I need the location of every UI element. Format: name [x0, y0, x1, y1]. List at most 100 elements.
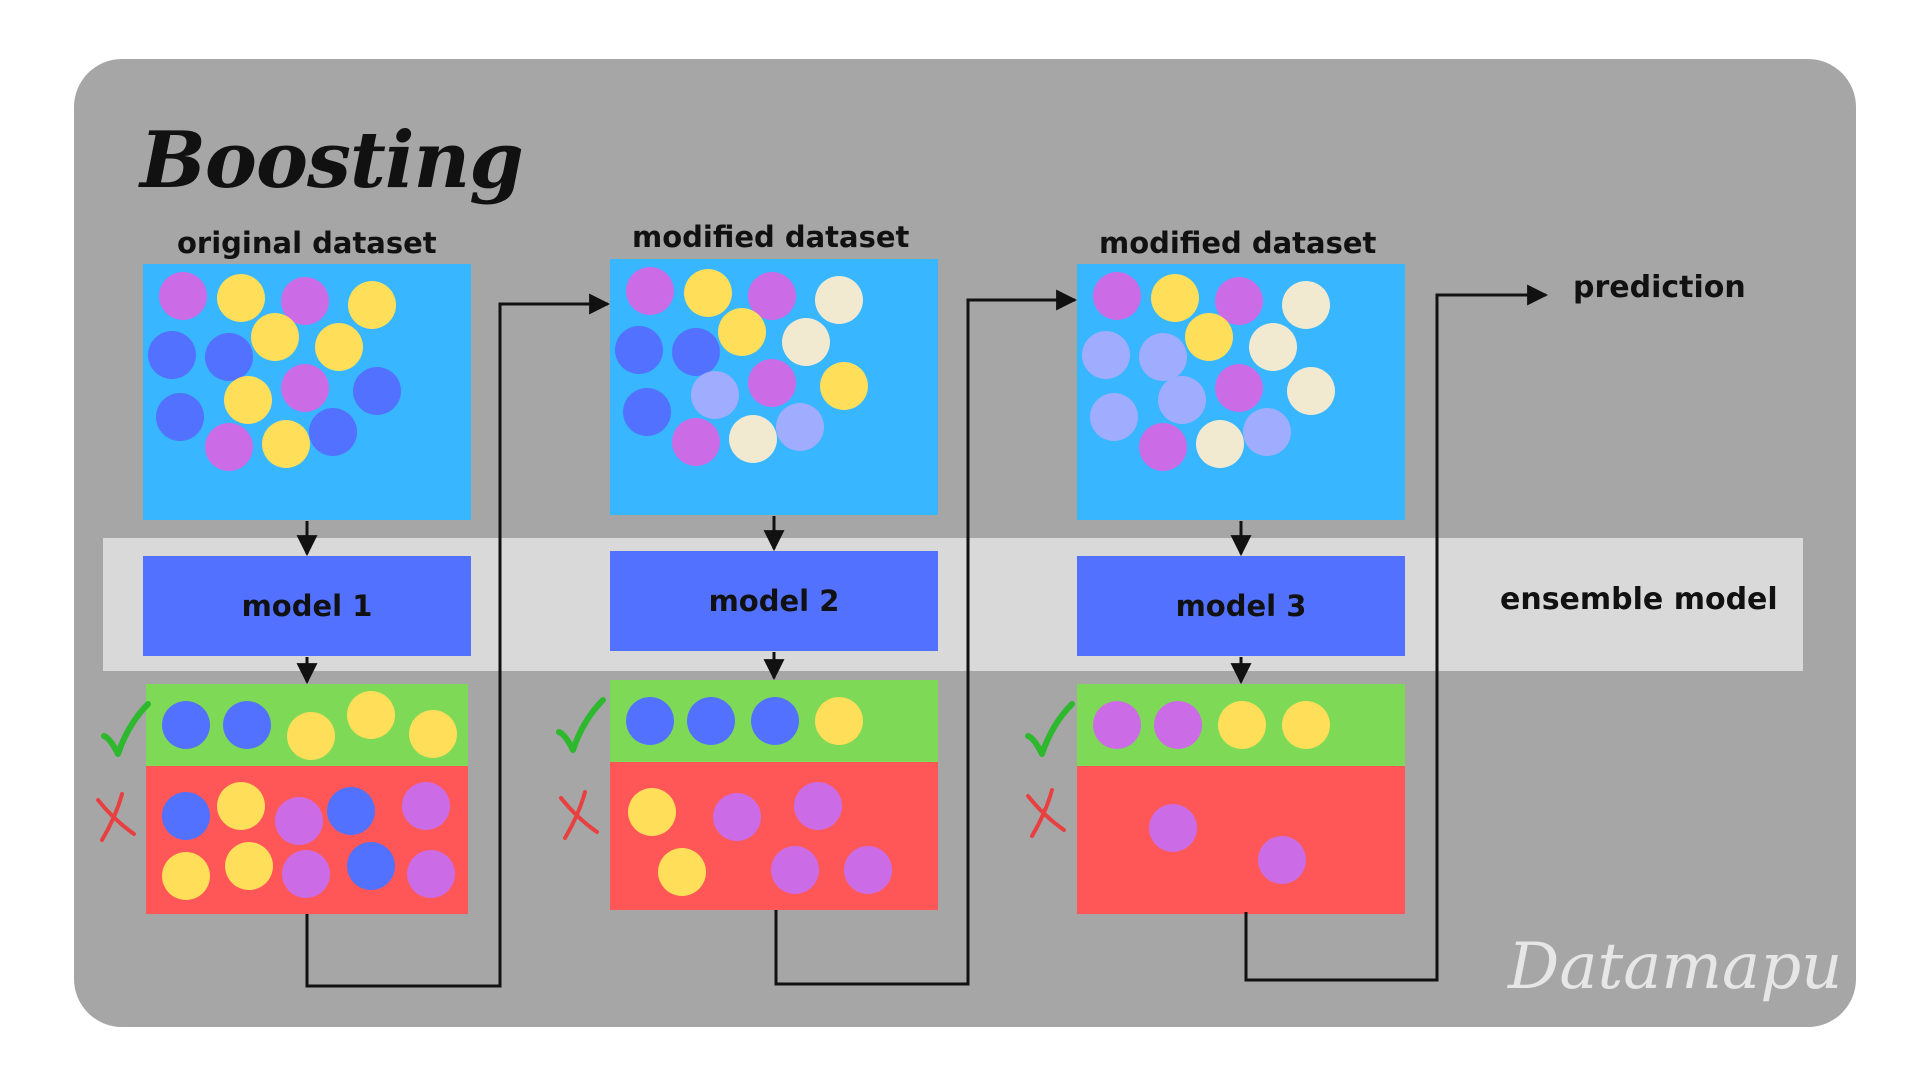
stage-1-incorrect-dot	[347, 842, 395, 890]
stage-3-incorrect-box	[1077, 766, 1405, 914]
stage-3-data-dot	[1196, 420, 1244, 468]
stage-2-incorrect-dot	[658, 848, 706, 896]
stage-3-data-dot	[1287, 367, 1335, 415]
stage-2-data-dot	[615, 326, 663, 374]
stage-3-data-dot	[1249, 323, 1297, 371]
stage-1-incorrect-dot	[225, 842, 273, 890]
stage-1-dataset-label: original dataset	[177, 226, 437, 260]
stage-3-correct-box	[1077, 684, 1405, 766]
stage-2-data-dot	[623, 388, 671, 436]
stage-2-correct-box	[610, 680, 938, 762]
stage-1-data-dot	[251, 313, 299, 361]
stage-3-model-label: model 3	[1175, 589, 1307, 623]
stage-2-data-dot	[672, 328, 720, 376]
stage-1-incorrect-dot	[402, 782, 450, 830]
stage-3-data-dot	[1215, 364, 1263, 412]
stage-3-correct-dot	[1282, 701, 1330, 749]
stage-1-model-label: model 1	[241, 589, 373, 623]
stage-1-incorrect-dot	[162, 852, 210, 900]
stage-2-dataset-label: modified dataset	[632, 220, 910, 254]
stage-2-dataset-box	[610, 259, 938, 515]
stage-1-model-box: model 1	[143, 556, 471, 656]
stage-3-check-icon	[1025, 701, 1075, 757]
stage-3-incorrect-dot	[1149, 804, 1197, 852]
stage-1-data-dot	[205, 333, 253, 381]
stage-1-dataset-box	[143, 264, 471, 520]
stage-1-data-dot	[224, 376, 272, 424]
stage-3-data-dot	[1243, 408, 1291, 456]
stage-3-correct-dot	[1093, 701, 1141, 749]
stage-2-data-dot	[729, 415, 777, 463]
stage-1-cross-icon	[96, 792, 136, 842]
stage-2-data-dot	[748, 359, 796, 407]
stage-2-data-dot	[718, 308, 766, 356]
diagram-title: Boosting	[140, 115, 524, 206]
stage-3-data-dot	[1093, 272, 1141, 320]
stage-1-data-dot	[262, 420, 310, 468]
stage-2-incorrect-dot	[771, 846, 819, 894]
stage-3-data-dot	[1082, 331, 1130, 379]
stage-1-data-dot	[315, 323, 363, 371]
stage-1-incorrect-dot	[217, 782, 265, 830]
stage-1-correct-dot	[409, 710, 457, 758]
stage-1-correct-dot	[347, 691, 395, 739]
stage-3-dataset-box	[1077, 264, 1405, 520]
stage-3-data-dot	[1139, 423, 1187, 471]
stage-1-data-dot	[205, 423, 253, 471]
prediction-label: prediction	[1573, 270, 1746, 305]
stage-1-data-dot	[148, 331, 196, 379]
stage-3-data-dot	[1158, 376, 1206, 424]
stage-2-data-dot	[691, 371, 739, 419]
stage-1-data-dot	[309, 408, 357, 456]
stage-1-data-dot	[156, 393, 204, 441]
stage-1-data-dot	[348, 281, 396, 329]
stage-2-data-dot	[684, 269, 732, 317]
stage-3-data-dot	[1151, 274, 1199, 322]
watermark-logo: Datamapu	[1508, 930, 1843, 1004]
stage-3-dataset-label: modified dataset	[1099, 226, 1377, 260]
stage-2-model-label: model 2	[708, 584, 840, 618]
stage-1-incorrect-box	[146, 766, 468, 914]
stage-2-incorrect-box	[610, 762, 938, 910]
stage-1-correct-box	[146, 684, 468, 766]
stage-2-data-dot	[626, 267, 674, 315]
stage-1-data-dot	[217, 274, 265, 322]
stage-2-cross-icon	[559, 790, 599, 840]
stage-1-data-dot	[281, 364, 329, 412]
stage-1-check-icon	[101, 701, 151, 757]
stage-3-data-dot	[1185, 313, 1233, 361]
stage-1-data-dot	[353, 367, 401, 415]
stage-2-incorrect-dot	[628, 788, 676, 836]
stage-3-data-dot	[1282, 281, 1330, 329]
stage-2-data-dot	[672, 418, 720, 466]
stage-3-incorrect-dot	[1258, 836, 1306, 884]
stage-1-incorrect-dot	[282, 850, 330, 898]
stage-2-correct-dot	[687, 697, 735, 745]
stage-2-incorrect-dot	[844, 846, 892, 894]
stage-1-incorrect-dot	[275, 797, 323, 845]
stage-1-correct-dot	[223, 701, 271, 749]
stage-2-incorrect-dot	[713, 793, 761, 841]
stage-3-cross-icon	[1026, 788, 1066, 838]
stage-2-data-dot	[776, 403, 824, 451]
stage-2-data-dot	[820, 362, 868, 410]
stage-1-incorrect-dot	[162, 792, 210, 840]
stage-2-incorrect-dot	[794, 782, 842, 830]
stage-1-correct-dot	[162, 701, 210, 749]
stage-1-incorrect-dot	[407, 850, 455, 898]
stage-3-model-box: model 3	[1077, 556, 1405, 656]
stage-2-correct-dot	[751, 697, 799, 745]
stage-2-correct-dot	[815, 697, 863, 745]
stage-2-correct-dot	[626, 697, 674, 745]
stage-1-data-dot	[159, 272, 207, 320]
stage-3-correct-dot	[1154, 701, 1202, 749]
stage-2-data-dot	[782, 318, 830, 366]
stage-1-incorrect-dot	[327, 787, 375, 835]
stage-3-data-dot	[1090, 393, 1138, 441]
stage-2-data-dot	[815, 276, 863, 324]
stage-1-correct-dot	[287, 712, 335, 760]
stage-2-check-icon	[556, 697, 606, 753]
stage-3-correct-dot	[1218, 701, 1266, 749]
ensemble-model-label: ensemble model	[1500, 582, 1778, 617]
stage-2-model-box: model 2	[610, 551, 938, 651]
